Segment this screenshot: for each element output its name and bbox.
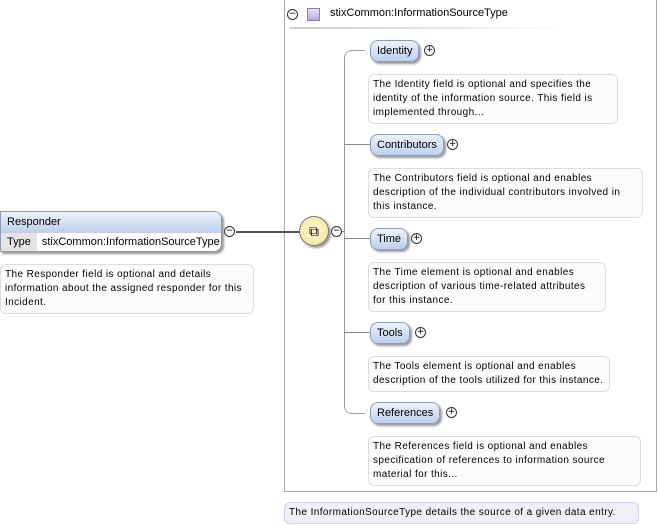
connector [344, 332, 370, 333]
tools-note: The Tools element is optional and enable… [368, 356, 610, 392]
type-title: stixCommon:InformationSourceType [330, 7, 508, 19]
divider [290, 27, 570, 29]
time-note: The Time element is optional and enables… [368, 262, 606, 312]
complex-type-icon [307, 8, 320, 21]
responder-note: The Responder field is optional and deta… [0, 264, 254, 314]
connector [342, 231, 345, 232]
connector [236, 231, 300, 233]
connector [344, 144, 370, 145]
plus-circle-icon[interactable]: + [411, 233, 422, 244]
element-contributors[interactable]: Contributors [370, 134, 444, 156]
responder-name: Responder [1, 212, 221, 233]
complex-type-frame [284, 0, 657, 492]
contributors-note: The Contributors field is optional and e… [368, 168, 643, 218]
references-note: The References field is optional and ena… [368, 436, 641, 486]
plus-circle-icon[interactable]: + [446, 407, 457, 418]
plus-circle-icon[interactable]: + [424, 45, 435, 56]
plus-circle-icon[interactable]: + [447, 139, 458, 150]
responder-element[interactable]: Responder Type stixCommon:InformationSou… [0, 211, 222, 252]
type-label: Type [1, 233, 37, 251]
identity-note: The Identity field is optional and speci… [368, 74, 618, 124]
minus-circle-icon[interactable]: − [331, 226, 342, 237]
element-time[interactable]: Time [370, 228, 409, 250]
element-identity[interactable]: Identity [370, 40, 420, 62]
element-references[interactable]: References [370, 402, 441, 424]
type-note: The InformationSourceType details the so… [284, 502, 639, 524]
plus-circle-icon[interactable]: + [415, 327, 426, 338]
connector [344, 238, 370, 239]
sequence-compositor-icon[interactable]: ⧉ [299, 216, 329, 246]
minus-circle-icon[interactable]: − [287, 9, 298, 20]
minus-circle-icon[interactable]: − [224, 226, 235, 237]
type-value: stixCommon:InformationSourceType [41, 236, 220, 248]
element-tools[interactable]: Tools [370, 322, 410, 344]
sequence-connector [344, 50, 365, 414]
